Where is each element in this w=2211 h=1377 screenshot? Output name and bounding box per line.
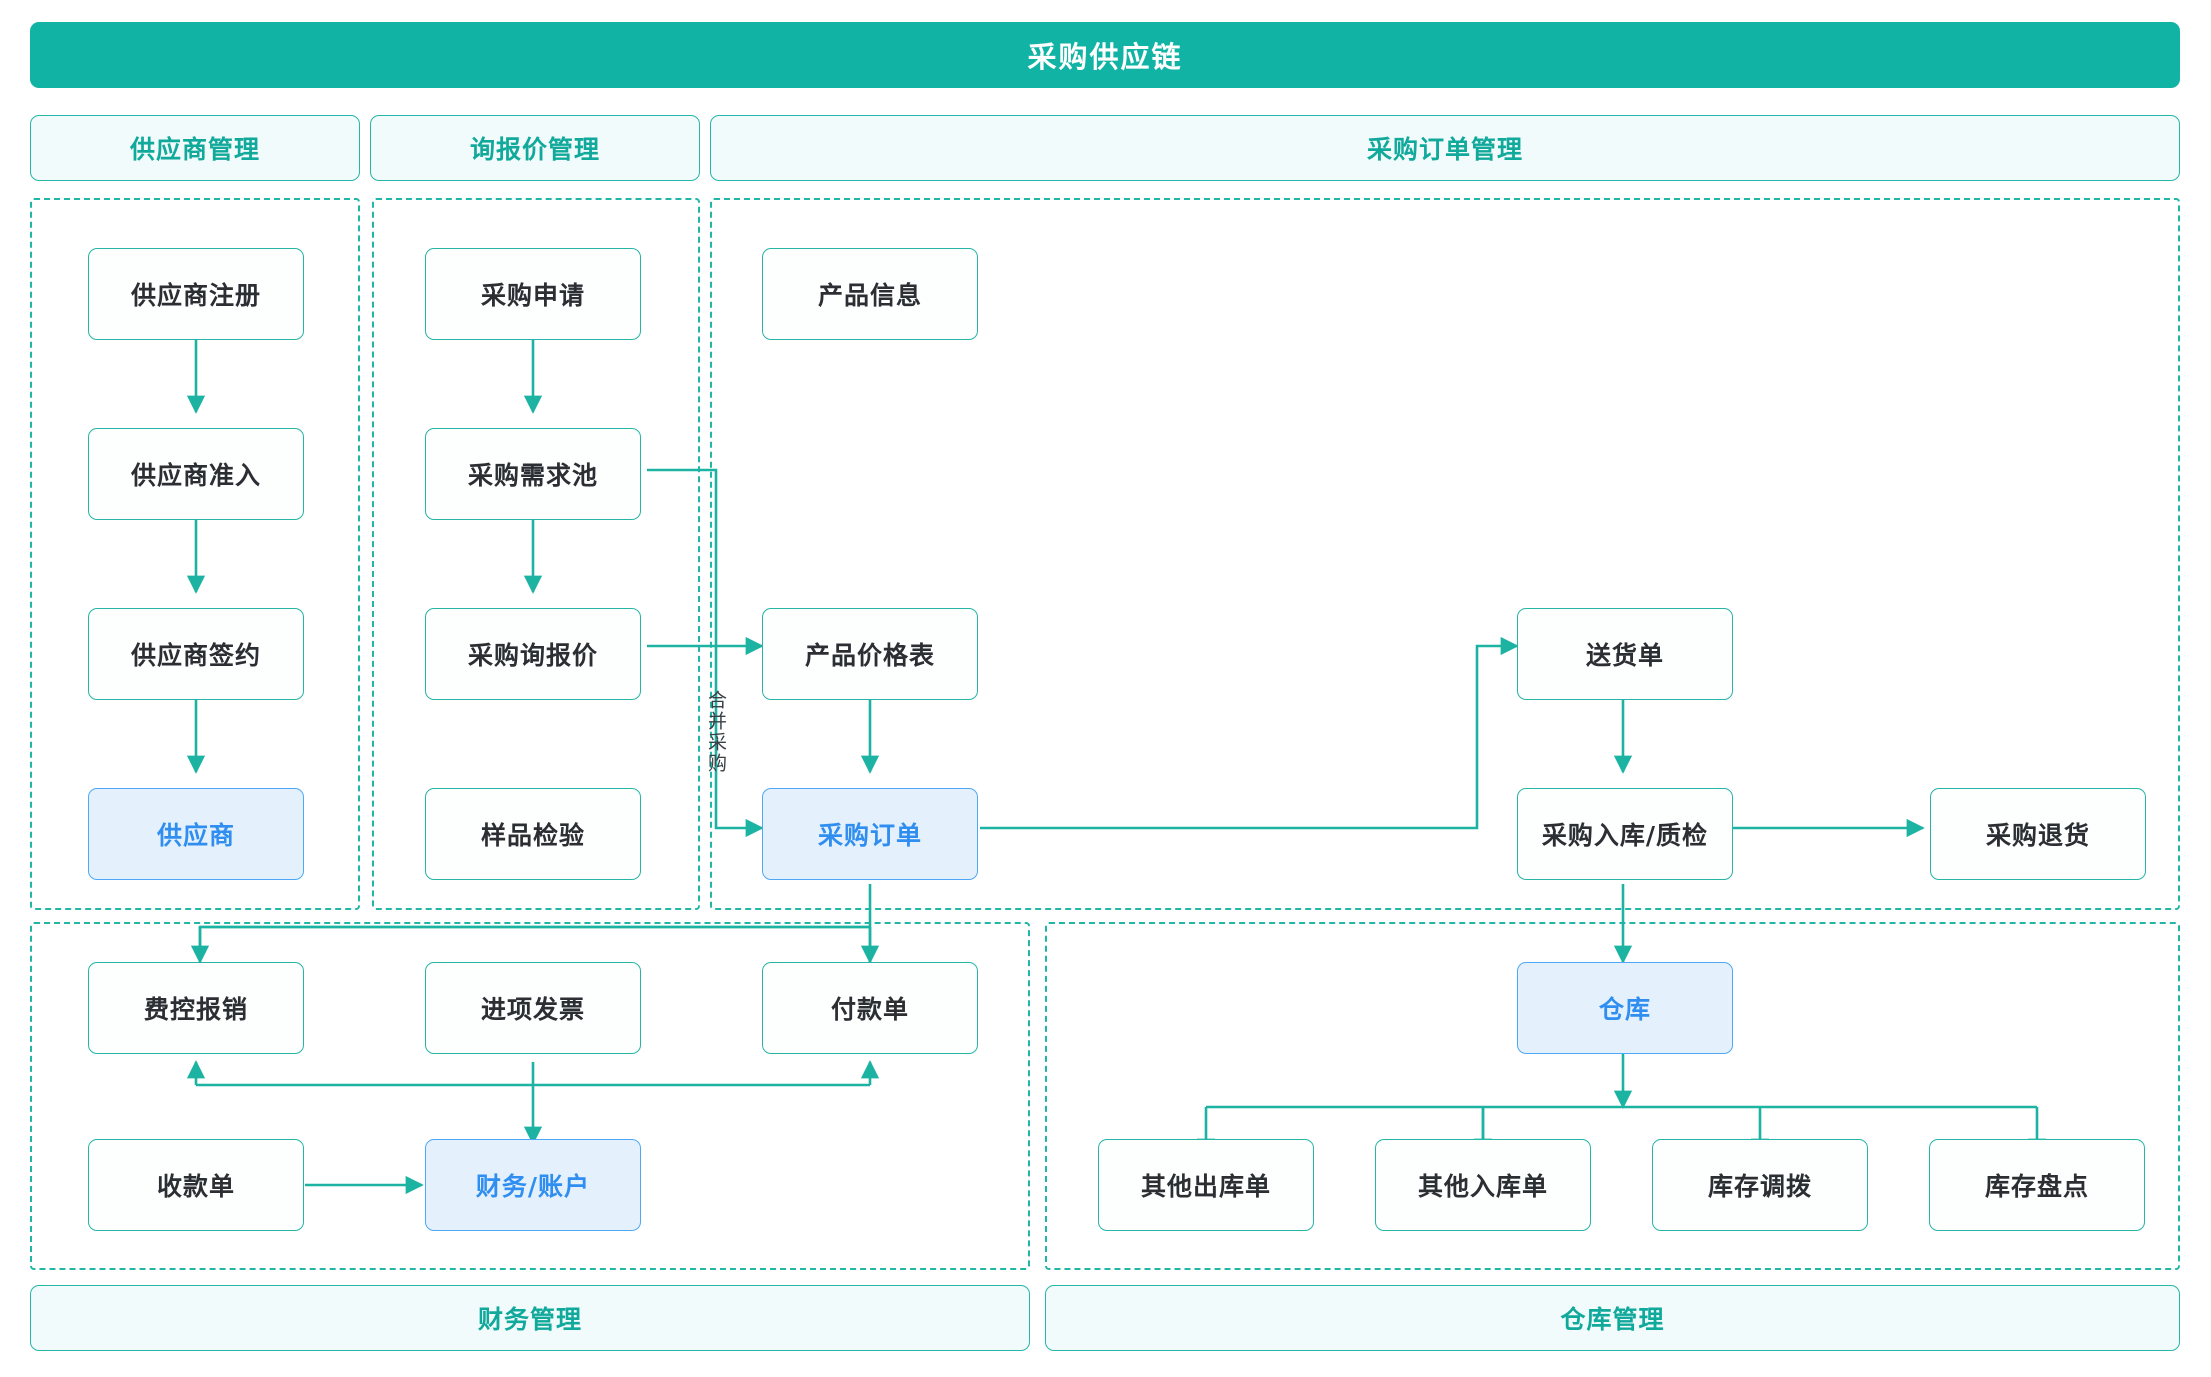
group-tab-rfq-management[interactable]: 询报价管理 — [370, 115, 700, 181]
node-label: 供应商 — [156, 821, 235, 850]
group-tab-label: 供应商管理 — [129, 135, 260, 164]
group-tab-label: 财务管理 — [477, 1305, 582, 1334]
group-tab-supplier-management[interactable]: 供应商管理 — [30, 115, 360, 181]
node-label: 进项发票 — [480, 995, 585, 1024]
node-delivery-note[interactable]: 送货单 — [1517, 608, 1733, 700]
node-input-invoice[interactable]: 进项发票 — [425, 962, 641, 1054]
node-finance-account[interactable]: 财务/账户 — [425, 1139, 641, 1231]
node-warehouse[interactable]: 仓库 — [1517, 962, 1733, 1054]
node-label: 供应商签约 — [130, 641, 261, 670]
node-supplier-admit[interactable]: 供应商准入 — [88, 428, 304, 520]
node-label: 采购需求池 — [467, 461, 598, 490]
node-stock-count[interactable]: 库存盘点 — [1929, 1139, 2145, 1231]
node-payment-voucher[interactable]: 付款单 — [762, 962, 978, 1054]
node-label: 费控报销 — [143, 995, 248, 1024]
group-tab-purchase-order-management[interactable]: 采购订单管理 — [710, 115, 2180, 181]
node-other-inbound-order[interactable]: 其他入库单 — [1375, 1139, 1591, 1231]
diagram-title-banner: 采购供应链 — [30, 22, 2180, 88]
edge-label-merge-purchase: 合并采购 — [705, 690, 727, 774]
node-receipt-voucher[interactable]: 收款单 — [88, 1139, 304, 1231]
node-other-outbound-order[interactable]: 其他出库单 — [1098, 1139, 1314, 1231]
node-label: 其他出库单 — [1140, 1172, 1271, 1201]
node-supplier-register[interactable]: 供应商注册 — [88, 248, 304, 340]
node-label: 财务/账户 — [475, 1172, 591, 1201]
node-label: 供应商注册 — [130, 281, 261, 310]
group-tab-label: 询报价管理 — [469, 135, 600, 164]
node-label: 采购申请 — [480, 281, 585, 310]
node-label: 库存调拨 — [1707, 1172, 1812, 1201]
node-label: 送货单 — [1585, 641, 1664, 670]
node-sample-inspection[interactable]: 样品检验 — [425, 788, 641, 880]
node-label: 仓库 — [1598, 995, 1651, 1024]
node-label: 采购询报价 — [467, 641, 598, 670]
node-product-price-list[interactable]: 产品价格表 — [762, 608, 978, 700]
node-expense-claim[interactable]: 费控报销 — [88, 962, 304, 1054]
node-supplier[interactable]: 供应商 — [88, 788, 304, 880]
node-label: 产品价格表 — [804, 641, 935, 670]
node-label: 库存盘点 — [1984, 1172, 2089, 1201]
node-label: 采购退货 — [1985, 821, 2090, 850]
node-purchase-order[interactable]: 采购订单 — [762, 788, 978, 880]
node-demand-pool[interactable]: 采购需求池 — [425, 428, 641, 520]
node-stock-transfer[interactable]: 库存调拨 — [1652, 1139, 1868, 1231]
node-label: 产品信息 — [817, 281, 922, 310]
node-label: 采购订单 — [817, 821, 922, 850]
node-purchase-return[interactable]: 采购退货 — [1930, 788, 2146, 880]
group-tab-label: 采购订单管理 — [1366, 135, 1523, 164]
node-label: 付款单 — [830, 995, 909, 1024]
node-label: 收款单 — [156, 1172, 235, 1201]
node-product-info[interactable]: 产品信息 — [762, 248, 978, 340]
node-label: 采购入库/质检 — [1541, 821, 1709, 850]
group-tab-label: 仓库管理 — [1560, 1305, 1665, 1334]
node-purchase-inbound-qc[interactable]: 采购入库/质检 — [1517, 788, 1733, 880]
node-label: 样品检验 — [480, 821, 585, 850]
diagram-title: 采购供应链 — [1027, 40, 1183, 74]
node-label: 其他入库单 — [1417, 1172, 1548, 1201]
node-label: 供应商准入 — [130, 461, 261, 490]
group-tab-finance-management[interactable]: 财务管理 — [30, 1285, 1030, 1351]
group-panel-finance-management — [30, 922, 1030, 1270]
group-panel-warehouse-management — [1045, 922, 2180, 1270]
group-panel-supplier-management — [30, 198, 360, 910]
node-purchase-request[interactable]: 采购申请 — [425, 248, 641, 340]
node-supplier-sign[interactable]: 供应商签约 — [88, 608, 304, 700]
node-rfq[interactable]: 采购询报价 — [425, 608, 641, 700]
group-tab-warehouse-management[interactable]: 仓库管理 — [1045, 1285, 2180, 1351]
